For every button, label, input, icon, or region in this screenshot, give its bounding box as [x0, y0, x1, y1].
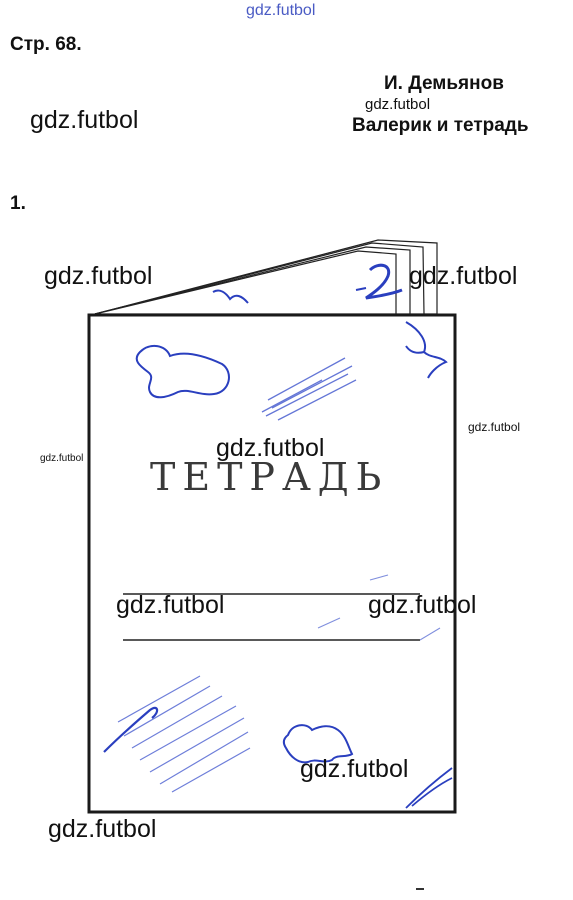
corner-ink-stroke — [405, 767, 453, 809]
story-title: Валерик и тетрадь — [352, 115, 529, 136]
watermark-center: gdz.futbol — [216, 434, 325, 462]
notebook-cover — [87, 313, 457, 814]
watermark-header-left: gdz.futbol — [30, 106, 139, 134]
cover-title: ТЕТРАДЬ — [150, 455, 389, 499]
watermark-lines-left: gdz.futbol — [116, 591, 225, 619]
watermark-left-tiny: gdz.futbol — [40, 453, 84, 464]
lower-right-ink-blot — [282, 724, 354, 764]
lower-left-scribble — [103, 706, 159, 753]
bottom-dash — [416, 888, 424, 890]
watermark-top: gdz.futbol — [246, 2, 316, 19]
cover-ink-blot — [135, 344, 230, 399]
cover-corner-scribble — [405, 321, 448, 379]
notebook-back-pages — [94, 239, 438, 315]
watermark-bottom-left: gdz.futbol — [48, 815, 157, 843]
author-name: И. Демьянов — [384, 73, 504, 94]
watermark-right-mid: gdz.futbol — [468, 420, 521, 434]
watermark-lower-right: gdz.futbol — [300, 755, 409, 783]
watermark-lines-right: gdz.futbol — [368, 591, 477, 619]
watermark-header-small: gdz.futbol — [365, 96, 431, 113]
back-page-scribble — [212, 289, 249, 304]
page-reference: Стр. 68. — [10, 34, 82, 55]
watermark-right-upper: gdz.futbol — [409, 262, 518, 290]
lower-left-scratch-lines — [117, 675, 251, 793]
watermark-left-upper: gdz.futbol — [44, 262, 153, 290]
cover-scratch-lines — [261, 357, 357, 421]
line-scratches — [317, 574, 441, 641]
scribble-number-two — [365, 263, 403, 300]
task-number: 1. — [10, 193, 26, 214]
